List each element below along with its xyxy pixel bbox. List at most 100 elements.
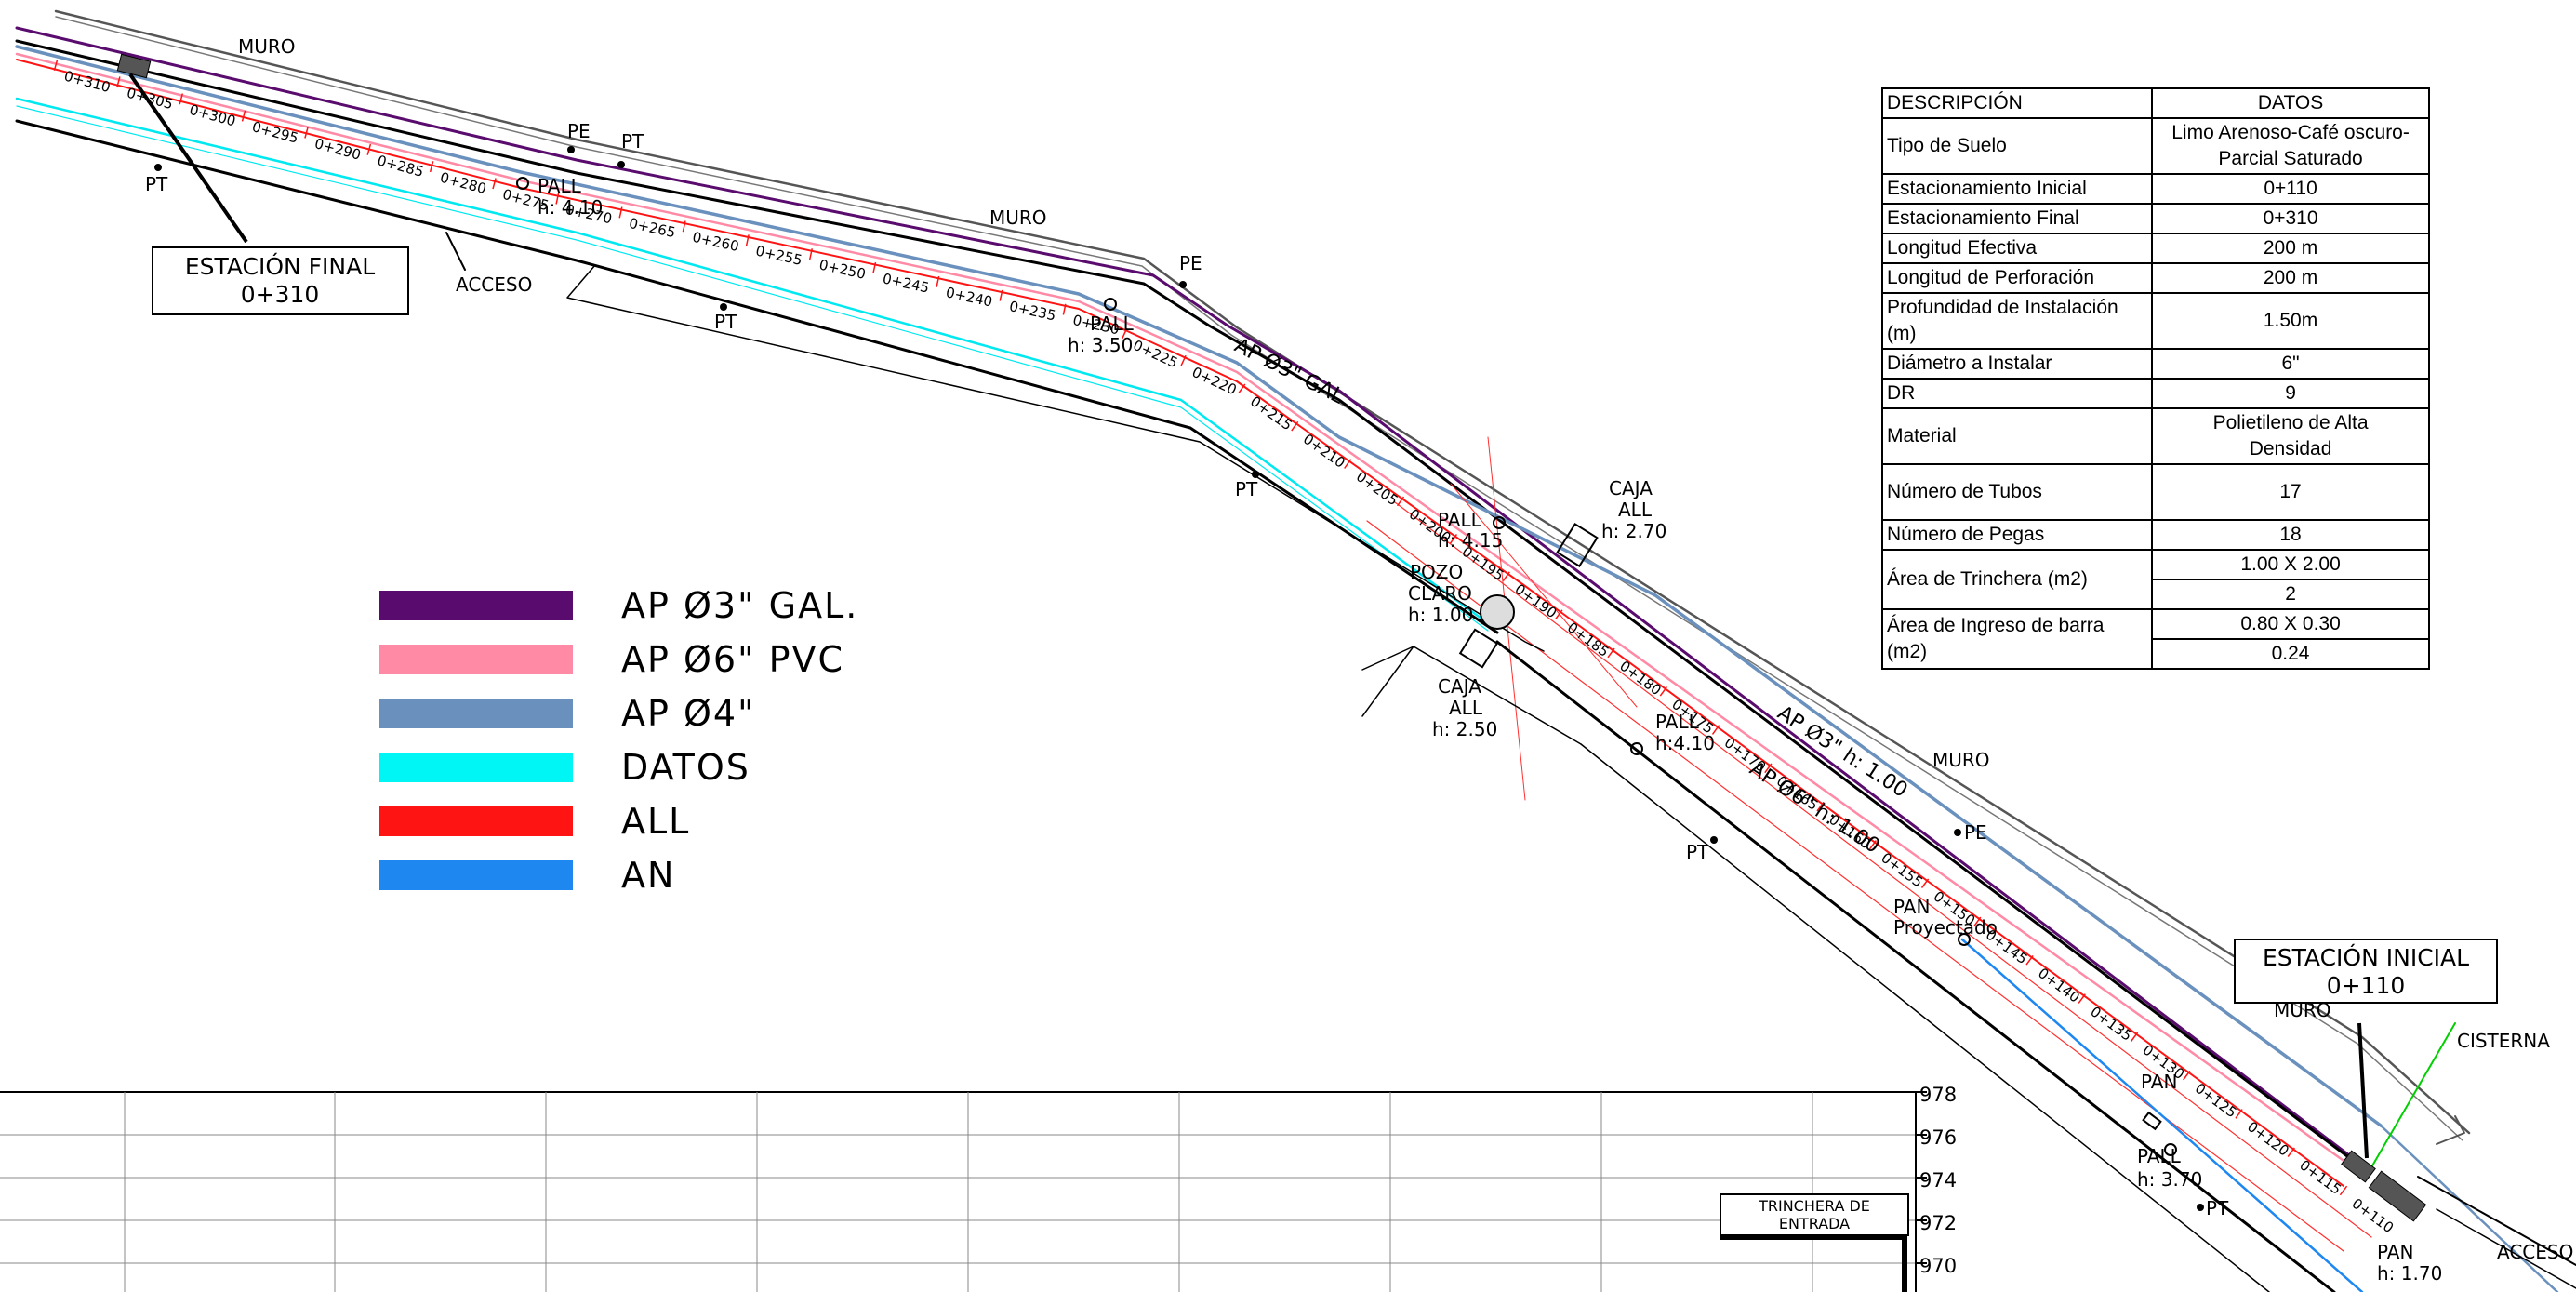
legend-swatch-datos: [379, 753, 573, 782]
label-pall-2-h: h: 3.50: [1068, 334, 1133, 356]
label-pall-1-h: h: 4.10: [538, 196, 603, 219]
legend-label-an: AN: [621, 855, 676, 896]
legend-swatch-all: [379, 806, 573, 836]
station-tick: [1291, 420, 1299, 432]
ap03-gal-pipe: [15, 26, 2355, 1160]
station-tick: [1555, 609, 1563, 619]
station-label: 0+120: [2244, 1118, 2292, 1160]
label-pan-2: PAN: [2141, 1071, 2177, 1093]
station-label: 0+245: [881, 270, 930, 296]
legend-label-ap06: AP Ø6" PVC: [621, 639, 845, 680]
row-val-suelo-a: Limo Arenoso-Café oscuro-: [2171, 122, 2410, 143]
legend-label-ap04: AP Ø4": [621, 693, 756, 734]
label-pall-1: PALL: [538, 175, 582, 197]
estacion-inicial-title: ESTACIÓN INICIAL: [2263, 943, 2469, 971]
estacion-final-value: 0+310: [241, 281, 320, 308]
row-desc-diam: Diámetro a Instalar: [1880, 348, 2154, 380]
row-desc-trinchera: Área de Trinchera (m2): [1880, 549, 2154, 610]
station-tick: [1502, 571, 1510, 582]
label-muro-4: MURO: [2274, 999, 2331, 1021]
row-desc-ingreso: Área de Ingreso de barra (m2): [1880, 608, 2154, 670]
station-label: 0+305: [125, 85, 175, 113]
row-desc-prof-a: Profundidad de Instalación: [1887, 297, 2118, 318]
row-desc-prof: Profundidad de Instalación (m): [1880, 292, 2154, 350]
station-tick: [53, 60, 59, 71]
station-tick: [1920, 878, 1930, 888]
row-desc-est-fin: Estacionamiento Final: [1880, 203, 2154, 234]
table-row: Área de Ingreso de barra (m2) 0.80 X 0.3…: [1880, 608, 2430, 670]
caja-all-box-2: [1458, 628, 1499, 669]
station-label: 0+260: [691, 229, 740, 255]
station-label: 0+255: [754, 243, 803, 269]
feature-markers: [116, 53, 2427, 1222]
station-tick: [936, 275, 940, 287]
station-tick: [1711, 725, 1720, 735]
elevation-970: 970: [1919, 1255, 1957, 1277]
station-tick: [1344, 459, 1352, 469]
label-pan-1-b: Proyectado: [1893, 916, 1998, 939]
station-label: 0+270: [564, 201, 613, 227]
label-pt-5: PT: [1686, 841, 1709, 863]
ap06-pvc-pipe: [15, 52, 2364, 1176]
row-desc-est-ini: Estacionamiento Inicial: [1880, 173, 2154, 205]
station-label: 0+225: [1131, 337, 1181, 371]
table-row: Número de Tubos 17: [1880, 463, 2430, 521]
profile-grid: [0, 1091, 1927, 1292]
table-row: Número de Pegas 18: [1880, 519, 2430, 551]
label-pall-3-h: h: 4.15: [1438, 529, 1503, 552]
label-pan-3: PAN: [2377, 1241, 2413, 1263]
row-val-ingreso-a: 0.80 X 0.30: [2151, 608, 2430, 640]
station-tick: [1659, 686, 1668, 697]
label-muro-1: MURO: [238, 35, 296, 58]
label-muro-2: MURO: [989, 206, 1047, 229]
row-val-trinchera-b: 2: [2151, 579, 2430, 610]
station-label: 0+250: [817, 256, 867, 282]
station-tick: [872, 261, 877, 274]
legend-swatch-ap04: [379, 699, 573, 728]
row-val-long-ef: 200 m: [2151, 233, 2430, 264]
label-caja-2-b: ALL: [1449, 697, 1483, 719]
station-tick: [1396, 496, 1405, 507]
legend-row-an: AN: [379, 848, 900, 902]
row-desc-prof-b: (m): [1887, 323, 1917, 344]
pipe-legend: AP Ø3" GAL. AP Ø6" PVC AP Ø4" DATOS ALL …: [379, 579, 900, 902]
trinchera-label: TRINCHERA DE: [1758, 1197, 1870, 1215]
cisterna-line: [2370, 1022, 2456, 1168]
legend-label-all: ALL: [621, 801, 691, 842]
row-val-material-a: Polietileno de Alta: [2212, 412, 2369, 433]
legend-swatch-ap03: [379, 591, 573, 620]
table-row: DR 9: [1880, 378, 2430, 409]
row-val-trinchera-a: 1.00 X 2.00: [2151, 549, 2430, 580]
label-caja-1: CAJA: [1609, 477, 1653, 499]
station-label: 0+190: [1512, 580, 1560, 621]
station-label: 0+240: [944, 284, 993, 310]
station-label: 0+115: [2296, 1156, 2344, 1198]
row-desc-long-ef: Longitud Efectiva: [1880, 233, 2154, 264]
elevation-976: 976: [1919, 1126, 1957, 1149]
elevation-974: 974: [1919, 1169, 1957, 1192]
station-tick: [1607, 647, 1615, 659]
estacion-final-box: [152, 246, 409, 315]
legend-row-all: ALL: [379, 794, 900, 848]
row-val-suelo: Limo Arenoso-Café oscuro- Parcial Satura…: [2151, 117, 2430, 175]
ap04-pipe: [15, 45, 2383, 1127]
label-pe-3: PE: [1964, 821, 1987, 844]
row-val-pegas: 18: [2151, 519, 2430, 551]
table-row: Área de Trinchera (m2) 1.00 X 2.00: [1880, 549, 2430, 610]
legend-swatch-an: [379, 860, 573, 890]
station-label: 0+265: [628, 215, 677, 241]
station-tick: [304, 127, 309, 139]
legend-label-ap03: AP Ø3" GAL.: [621, 585, 859, 626]
station-tick: [745, 234, 750, 246]
station-label: 0+180: [1616, 658, 1665, 699]
row-val-diam: 6": [2151, 348, 2430, 380]
station-tick: [2235, 1109, 2243, 1119]
elevation-972: 972: [1919, 1212, 1957, 1234]
station-label: 0+125: [2192, 1080, 2240, 1122]
station-label: 0+205: [1353, 468, 1401, 509]
legend-swatch-ap06: [379, 645, 573, 674]
label-pt-6: PT: [2206, 1197, 2229, 1219]
row-val-long-perf: 200 m: [2151, 262, 2430, 294]
row-val-est-ini: 0+110: [2151, 173, 2430, 205]
